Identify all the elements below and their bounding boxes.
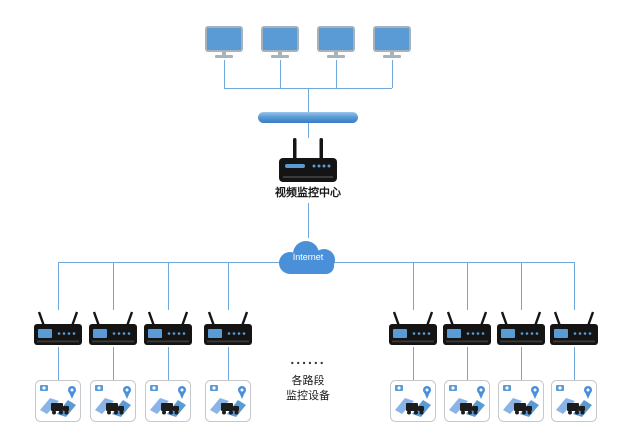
connector-line: [308, 203, 309, 238]
field-router-icon: [143, 310, 193, 347]
center-router-icon: [279, 138, 337, 182]
field-router-icon: [496, 310, 546, 347]
connector-line: [113, 262, 114, 310]
group-label: 各路段 监控设备: [258, 374, 358, 404]
connector-line: [113, 347, 114, 380]
connector-line: [228, 262, 229, 310]
monitor-icon: [373, 26, 411, 59]
camera-site-icon: [444, 380, 490, 422]
connector-line: [467, 262, 468, 310]
field-router-icon: [88, 310, 138, 347]
connector-line: [308, 123, 309, 138]
connector-line: [58, 347, 59, 380]
connector-line: [467, 347, 468, 380]
field-router-icon: [33, 310, 83, 347]
hub-bar-icon: [258, 112, 358, 123]
field-router-icon: [203, 310, 253, 347]
camera-site-icon: [551, 380, 597, 422]
camera-site-icon: [145, 380, 191, 422]
connector-line: [521, 262, 522, 310]
field-router-icon: [388, 310, 438, 347]
connector-line: [168, 347, 169, 380]
group-label-line1: 各路段: [291, 375, 325, 387]
camera-site-icon: [498, 380, 544, 422]
connector-line: [224, 60, 225, 88]
field-router-icon: [442, 310, 492, 347]
camera-site-icon: [90, 380, 136, 422]
connector-line: [168, 262, 169, 310]
monitor-icon: [205, 26, 243, 59]
connector-line: [574, 262, 575, 310]
ellipsis-text: ......: [290, 351, 326, 367]
connector-line: [336, 60, 337, 88]
connector-line: [413, 347, 414, 380]
field-router-icon: [549, 310, 599, 347]
connector-line: [308, 88, 309, 112]
connector-line: [58, 262, 59, 310]
monitor-icon: [261, 26, 299, 59]
connector-line: [413, 262, 414, 310]
camera-site-icon: [35, 380, 81, 422]
camera-site-icon: [205, 380, 251, 422]
connector-line: [392, 60, 393, 88]
camera-site-icon: [390, 380, 436, 422]
group-label-line2: 监控设备: [286, 390, 330, 402]
monitor-icon: [317, 26, 355, 59]
internet-cloud-label: Internet: [292, 252, 324, 262]
connector-line: [521, 347, 522, 380]
connector-line: [280, 60, 281, 88]
connector-line: [574, 347, 575, 380]
connector-line: [228, 347, 229, 380]
center-router-label: 视频监控中心: [275, 187, 341, 199]
